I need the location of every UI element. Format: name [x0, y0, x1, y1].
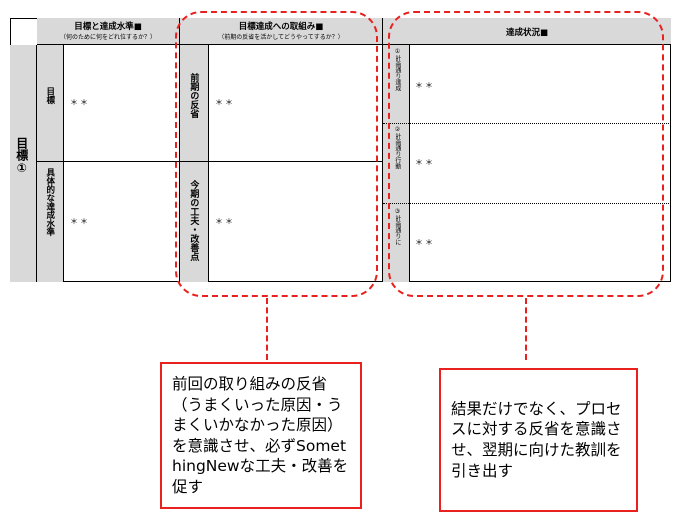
header-col2-title: 目標達成への取組み■ [238, 22, 324, 32]
connector-left [266, 298, 268, 360]
reflection-placeholder: ＊＊ [215, 98, 235, 107]
reflection-label-cell: 前期の反省 [180, 45, 209, 162]
level-placeholder: ＊＊ [70, 217, 90, 226]
connector-right [525, 298, 527, 360]
status-divider-2 [383, 203, 671, 204]
goal-label-cell: 目標① [10, 45, 37, 282]
header-col2-sub: （前期の反省を活かしてどうやってするか？） [218, 34, 344, 41]
callout-process-text: 結果だけでなく、プロセスに対する反省を意識させ、翌期に向けた教訓を引き出す [451, 399, 622, 480]
callout-process: 結果だけでなく、プロセスに対する反省を意識させ、翌期に向けた教訓を引き出す [439, 368, 638, 512]
highlight-status-column [388, 11, 664, 297]
status-divider-1 [383, 123, 671, 124]
highlight-approach-column [175, 11, 378, 297]
row2-label: 具体的な達成水準 [44, 168, 55, 236]
row1-label: 目標 [44, 87, 55, 104]
reflection-content-cell[interactable]: ＊＊ [209, 45, 383, 162]
status-1-placeholder: ＊＊ [415, 81, 435, 90]
header-col1-sub: （何のために何をどれ位するか？） [59, 34, 156, 41]
status-3-placeholder: ＊＊ [415, 238, 435, 247]
header-col3-title: 達成状況■ [505, 28, 549, 38]
status-2-label: ②計画通り行動 [393, 126, 401, 169]
header-col1-title: 目標と達成水準■ [74, 22, 142, 32]
goal-placeholder: ＊＊ [70, 98, 90, 107]
level-content-cell[interactable]: ＊＊ [64, 162, 180, 282]
status-1-label: ①計画通り達成 [393, 48, 401, 91]
reflection-label: 前期の反省 [188, 73, 199, 118]
status-2-placeholder: ＊＊ [415, 158, 435, 167]
goal-label: 目標① [14, 137, 29, 175]
improvement-label-cell: 今期の工夫・改善点 [180, 162, 209, 282]
header-col2: 目標達成への取組み■ （前期の反省を活かしてどうやってするか？） [180, 18, 383, 45]
header-col1: 目標と達成水準■ （何のために何をどれ位するか？） [37, 18, 180, 45]
header-col3: 達成状況■ [383, 18, 671, 45]
row1-label-cell: 目標 [37, 45, 64, 162]
callout-reflection: 前回の取り組みの反省（うまくいった原因・うまくいかなかった原因）を意識させ、必ず… [160, 362, 362, 509]
improvement-content-cell[interactable]: ＊＊ [209, 162, 383, 282]
callout-reflection-text: 前回の取り組みの反省（うまくいった原因・うまくいかなかった原因）を意識させ、必ず… [172, 375, 349, 497]
improvement-placeholder: ＊＊ [215, 217, 235, 226]
row2-label-cell: 具体的な達成水準 [37, 162, 64, 282]
status-3-label: ③計画通りに [393, 208, 401, 245]
improvement-label: 今期の工夫・改善点 [188, 180, 199, 261]
goal-content-cell[interactable]: ＊＊ [64, 45, 180, 162]
status-label-col [383, 45, 410, 282]
